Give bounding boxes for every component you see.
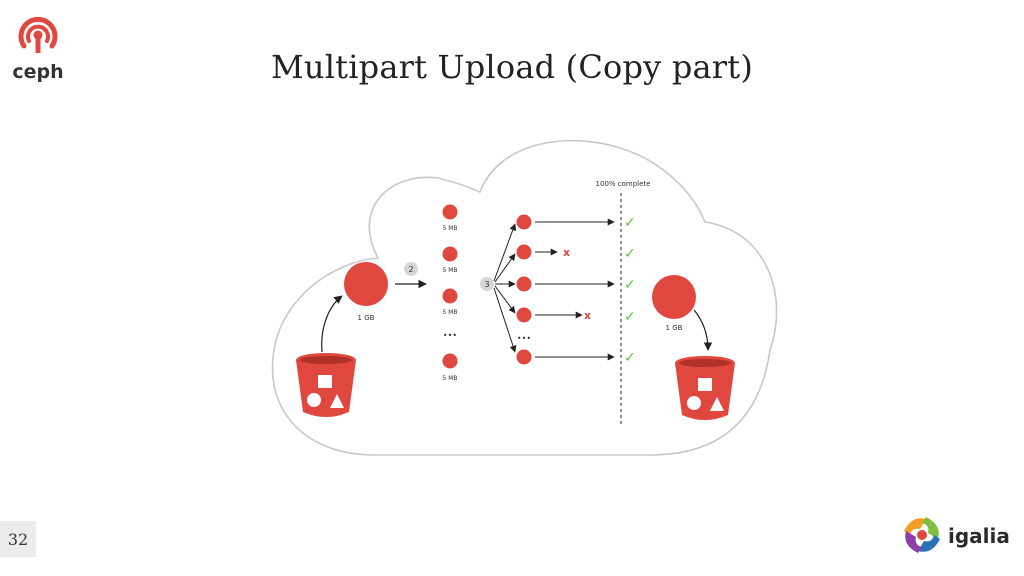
upload-part: [516, 349, 532, 365]
check-icon: ✓: [624, 350, 636, 366]
igalia-mark-icon: [904, 517, 940, 553]
page-number: 32: [0, 521, 36, 557]
part-label: 5 MB: [442, 375, 457, 382]
igalia-logo: igalia: [904, 517, 1010, 553]
ceph-logo-text: ceph: [12, 61, 63, 83]
part-label: 5 MB: [442, 309, 457, 316]
complete-arrow: [693, 309, 713, 351]
check-icon: ✓: [624, 309, 636, 325]
step-3-badge: [480, 277, 494, 291]
upload-ellipsis: •••: [517, 334, 531, 343]
part-circle: [442, 353, 458, 369]
check-icon: ✓: [624, 277, 636, 293]
step-2-label: 2: [408, 265, 413, 274]
check-icon: ✓: [624, 246, 636, 262]
dest-object: [652, 275, 696, 319]
step-3-label: 3: [484, 280, 489, 289]
check-icon: ✓: [624, 215, 636, 231]
part-circle: [442, 204, 458, 220]
failed-icon: x: [584, 309, 591, 322]
part-circle: [442, 288, 458, 304]
igalia-logo-text: igalia: [948, 524, 1010, 548]
check-marks: ✓ ✓ ✓ ✓ ✓: [624, 215, 636, 366]
part-circle: [442, 246, 458, 262]
dest-size-label: 1 GB: [666, 324, 683, 332]
upload-part: [516, 214, 532, 230]
parts-ellipsis: •••: [443, 331, 457, 340]
upload-part: [516, 244, 532, 260]
upload-arrow: [321, 295, 343, 353]
slide-title: Multipart Upload (Copy part): [270, 48, 754, 86]
cloud-outline: [271, 139, 778, 456]
complete-label: 100% complete: [596, 180, 651, 188]
row-arrows: [535, 218, 615, 361]
failed-icon: x: [563, 246, 570, 259]
parts-column: 5 MB 5 MB 5 MB ••• 5 MB: [442, 204, 458, 382]
part-label: 5 MB: [442, 225, 457, 232]
upload-part: [516, 276, 532, 292]
source-bucket: [296, 353, 356, 417]
step-2-badge: [404, 262, 418, 276]
upload-part: [516, 307, 532, 323]
dest-bucket: [675, 356, 735, 420]
fan-out-arrows: [493, 223, 517, 353]
ceph-logo: ceph: [12, 16, 64, 83]
source-object: [344, 262, 388, 306]
source-size-label: 1 GB: [358, 314, 375, 322]
part-label: 5 MB: [442, 267, 457, 274]
upload-parts: •••: [516, 214, 532, 365]
